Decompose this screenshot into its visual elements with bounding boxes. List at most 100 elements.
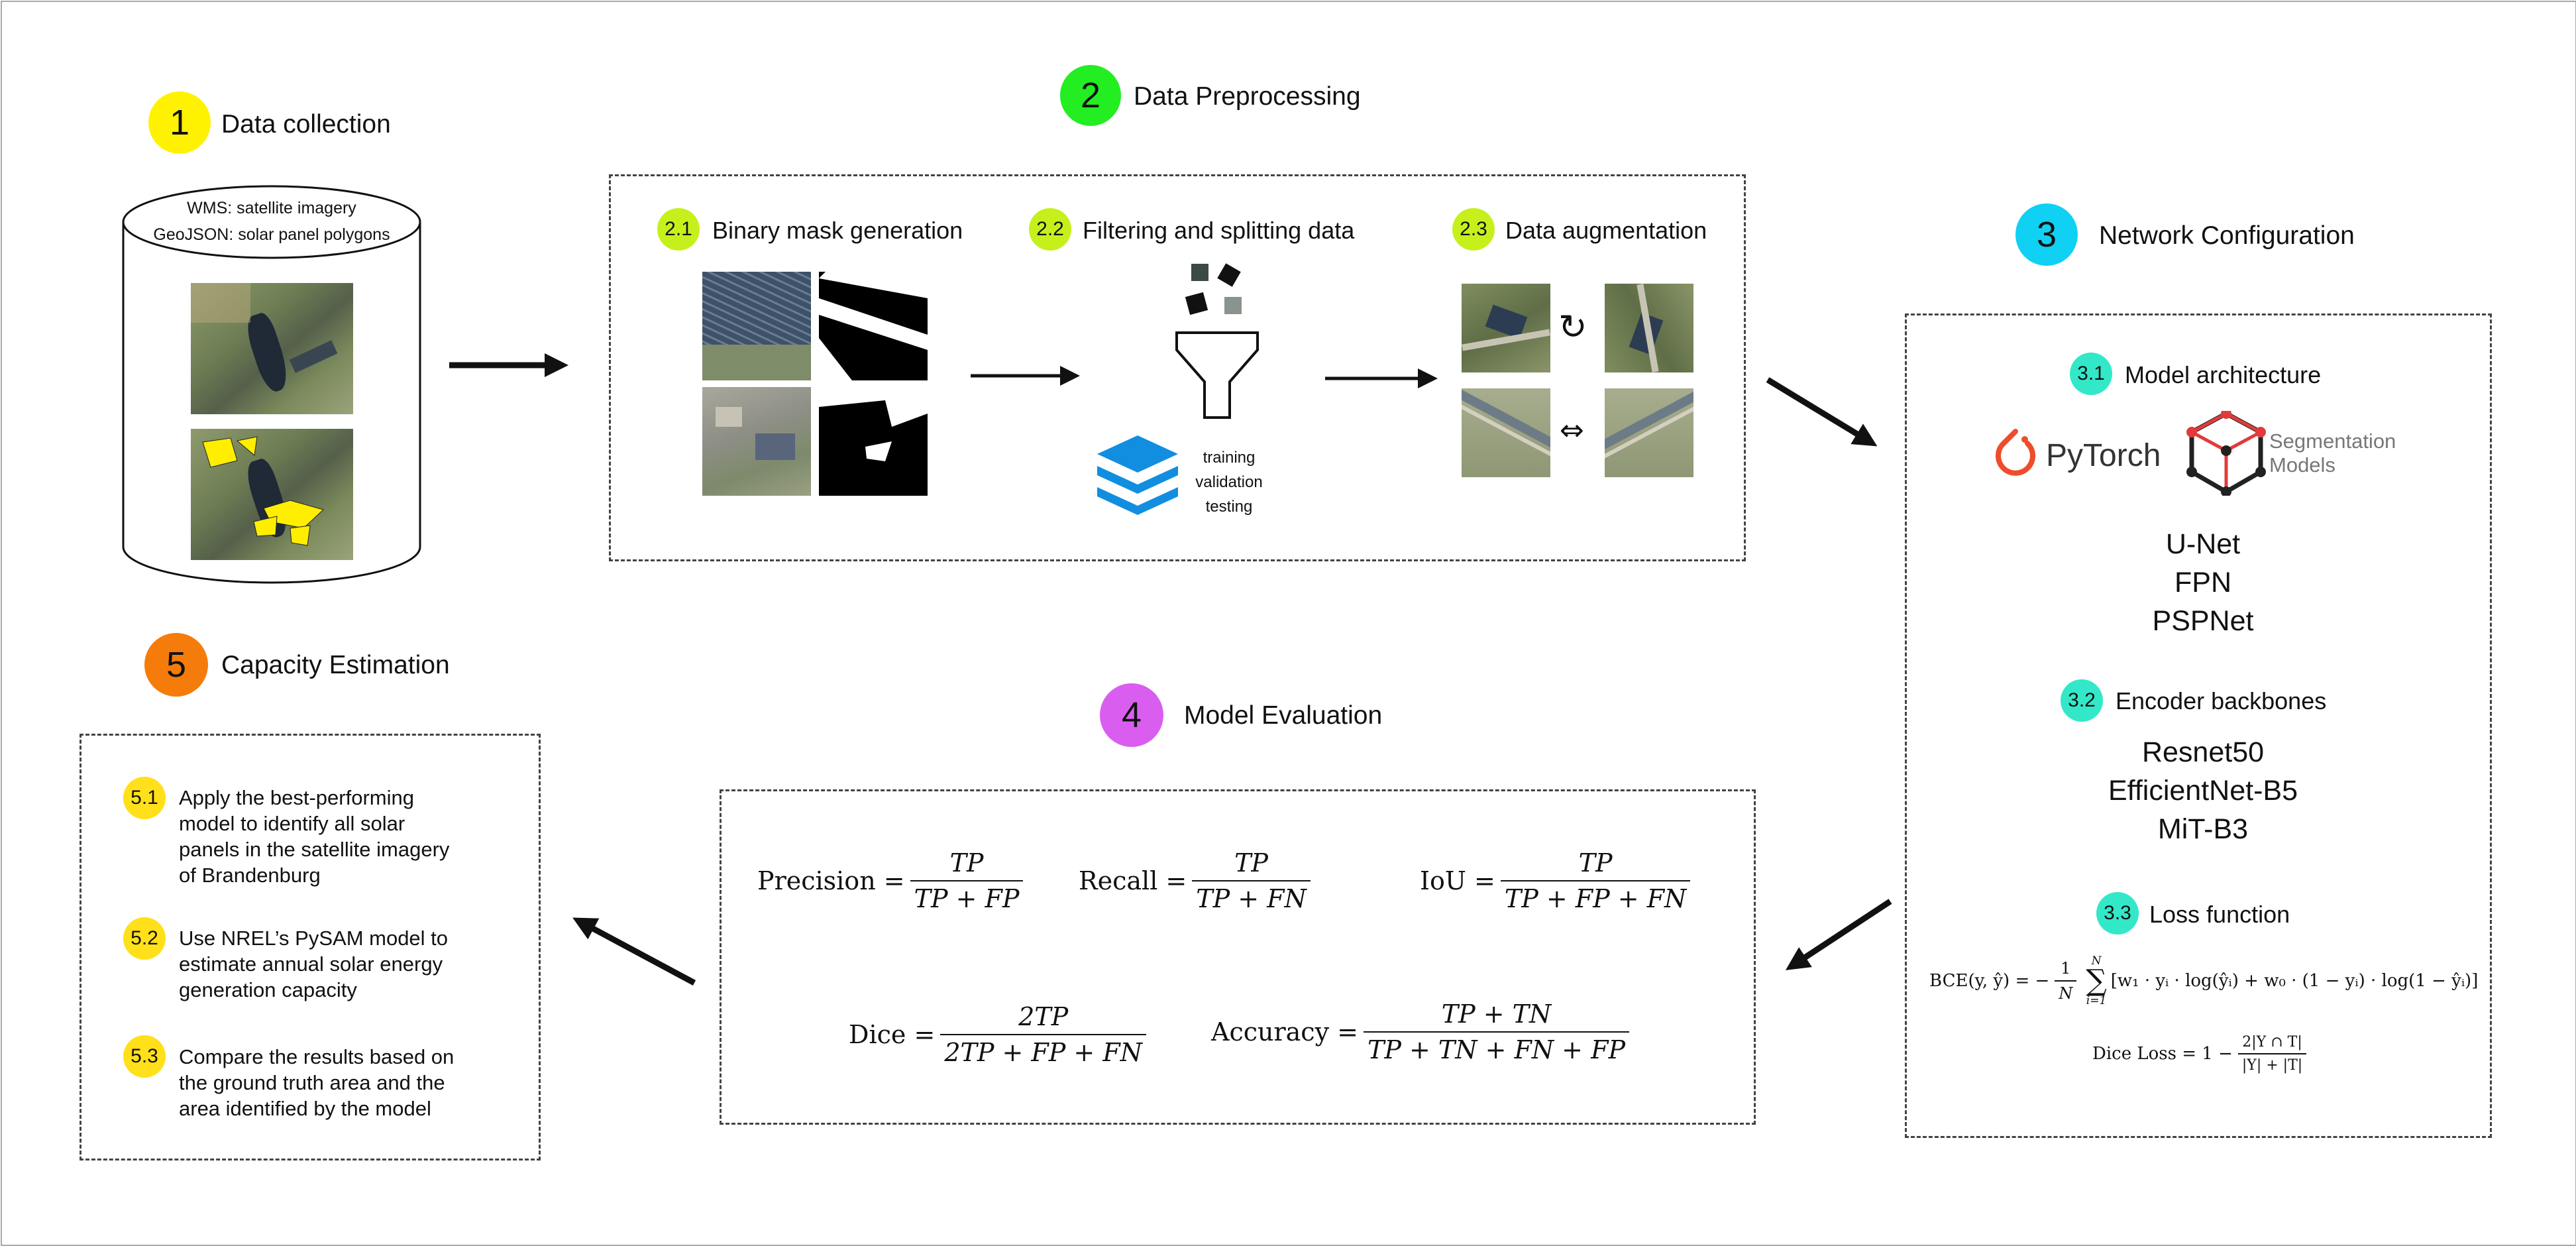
sub-3-2-title: Encoder backbones [2116,687,2327,714]
capacity-box [80,734,541,1161]
satellite-image [191,283,353,414]
sub-5-1-badge: 5.1 [123,777,166,819]
wms-label: WMS: [187,199,233,217]
accuracy-num: TP + TN [1441,999,1552,1029]
iou-num: TP [1578,848,1613,878]
backbone-resnet50: Resnet50 [2141,736,2265,768]
sub-5-3-badge: 5.3 [123,1035,166,1078]
backbone-list: Resnet50 EfficientNet-B5 MiT-B3 [2070,733,2335,848]
wms-text: satellite imagery [237,199,356,217]
step3-badge: 3 [2015,203,2078,266]
dice-loss-den: |Y| + |T| [2237,1053,2307,1074]
rotate-icon: ↻ [1558,308,1587,347]
sub-3-1-title: Model architecture [2125,361,2322,388]
recall-formula: Recall = TP TP + FN [1079,848,1316,913]
arrow-evaluation-to-capacity [572,917,696,986]
recall-den: TP + FN [1192,880,1311,913]
network-box [1905,313,2492,1138]
dice-den: 2TP + FP + FN [940,1034,1146,1067]
wms-line: WMS: satellite imagery [119,199,424,218]
precision-label: Precision = [757,866,905,895]
backbone-efficientnet: EfficientNet-B5 [2108,775,2298,807]
split-validation: validation [1195,473,1263,491]
data-fragments-icon [1185,263,1242,315]
step5-badge: 5 [144,633,208,697]
arch-pspnet: PSPNet [2152,605,2254,637]
segmentation-models-label: Segmentation Models [2269,429,2396,477]
sub-2-1-title: Binary mask generation [712,217,963,244]
arch-unet: U-Net [2165,528,2241,560]
seg-label-line1: Segmentation [2269,429,2396,453]
step1-badge: 1 [148,91,211,154]
architecture-list: U-Net FPN PSPNet [2104,525,2302,640]
step5-title: Capacity Estimation [221,651,450,679]
geojson-line: GeoJSON: solar panel polygons [119,225,424,245]
sub-5-2-badge: 5.2 [123,917,166,960]
sub-5-2-line3: generation capacity [179,978,357,1001]
sub-5-1-text: Apply the best-performing model to ident… [179,785,449,888]
seg-label-line2: Models [2269,453,2335,477]
sub-2-2-title: Filtering and splitting data [1083,217,1355,244]
sub-5-2-line1: Use NREL’s PySAM model to [179,927,449,950]
sub-3-3-badge: 3.3 [2096,892,2139,935]
sub-5-3-line2: the ground truth area and the [179,1071,445,1094]
sub-5-3-line3: area identified by the model [179,1097,431,1120]
sub-5-1-line1: Apply the best-performing [179,786,414,809]
dice-num: 2TP [1018,1002,1069,1031]
segmentation-models-logo-icon [2186,411,2266,496]
bce-body: [w₁ · yᵢ · log(ŷᵢ) + w₀ · (1 − yᵢ) · log… [2110,971,2479,991]
precision-den: TP + FP [910,880,1024,913]
split-training: training [1203,449,1256,467]
augment-tile-original [1462,284,1550,372]
bce-lhs: BCE(y, ŷ) = − [1929,971,2050,991]
dice-loss-num: 2|Y ∩ T| [2242,1034,2302,1050]
funnel-icon [1175,331,1259,419]
sub-3-2-badge: 3.2 [2061,679,2103,722]
sub-5-1-line2: model to identify all solar [179,812,405,835]
step4-badge: 4 [1100,683,1163,747]
sub-2-3-title: Data augmentation [1505,217,1707,244]
iou-formula: IoU = TP TP + FP + FN [1420,848,1695,913]
augment-tile-rotated [1605,284,1693,372]
step2-badge: 2 [1060,65,1121,126]
iou-den: TP + FP + FN [1500,880,1691,913]
sub-2-1-badge: 2.1 [657,208,700,251]
mask-tile-a [819,272,928,380]
recall-num: TP [1234,848,1268,878]
dice-fraction: 2TP 2TP + FP + FN [940,1002,1146,1067]
accuracy-fraction: TP + TN TP + TN + FN + FP [1363,999,1630,1064]
step2-title: Data Preprocessing [1134,82,1361,111]
sum-symbol: N ∑ i=1 [2086,954,2107,1007]
accuracy-label: Accuracy = [1211,1017,1358,1047]
arch-fpn: FPN [2174,567,2231,598]
recall-label: Recall = [1079,866,1187,895]
split-list: training validation testing [1186,445,1272,519]
split-testing: testing [1205,498,1253,516]
augment-tile-flipped [1605,388,1693,477]
sub-5-1-line4: of Brandenburg [179,864,321,887]
step1-title: Data collection [221,110,391,139]
satellite-tile-b [702,387,811,496]
sub-3-1-badge: 3.1 [2070,353,2112,395]
solar-polygons [202,436,324,546]
step4-title: Model Evaluation [1184,701,1383,730]
dice-formula: Dice = 2TP 2TP + FP + FN [849,1002,1152,1067]
iou-fraction: TP TP + FP + FN [1500,848,1691,913]
dice-loss-fraction: 2|Y ∩ T| |Y| + |T| [2237,1034,2307,1074]
sub-3-3-title: Loss function [2149,901,2290,928]
pytorch-logo-icon [1996,429,2035,476]
evaluation-box [720,789,1756,1125]
recall-fraction: TP TP + FN [1192,848,1311,913]
sub-5-2-line2: estimate annual solar energy [179,952,443,976]
sub-2-2-badge: 2.2 [1029,208,1071,251]
accuracy-den: TP + TN + FN + FP [1363,1031,1630,1064]
sub-2-3-badge: 2.3 [1452,208,1495,251]
pytorch-label: PyTorch [2046,438,2161,473]
precision-num: TP [949,848,984,878]
step3-title: Network Configuration [2099,221,2355,250]
arrow-network-to-evaluation [1785,899,1892,970]
precision-fraction: TP TP + FP [910,848,1024,913]
